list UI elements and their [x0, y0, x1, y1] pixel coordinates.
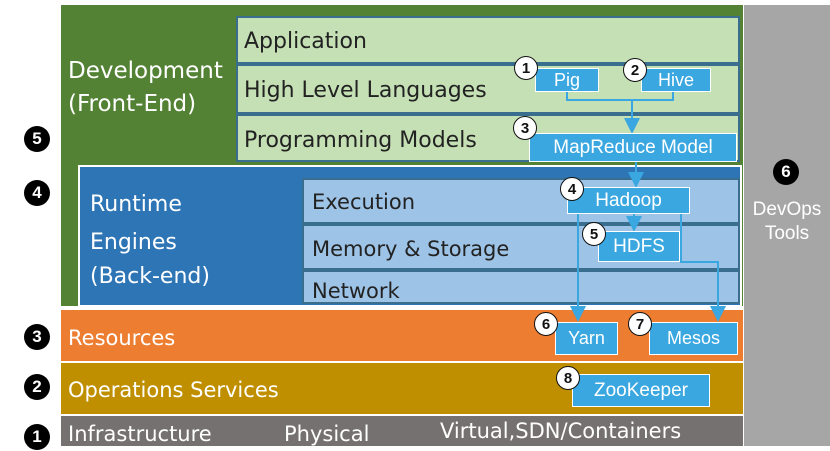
development-layer-marker: 5 [24, 126, 50, 152]
operations-layer-marker: 2 [24, 374, 50, 400]
infrastructure-layer-marker: 1 [24, 424, 50, 450]
zookeeper-number-marker: 8 [556, 366, 580, 390]
yarn-component: Yarn [555, 322, 618, 355]
mapreduce-model-component: MapReduce Model [529, 133, 737, 162]
high-level-languages-label: High Level Languages [244, 78, 487, 103]
hive-component: Hive [641, 68, 711, 92]
resources-layer-marker: 3 [24, 324, 50, 350]
network-layer [302, 270, 740, 304]
hdfs-number-marker: 5 [582, 222, 606, 246]
memory-storage-label: Memory & Storage [312, 237, 510, 261]
infrastructure-layer [61, 416, 743, 446]
development-label-line2: (Front-End) [68, 91, 197, 117]
development-label-line1: Development [68, 58, 223, 84]
runtime-label-line1: Runtime [90, 192, 182, 217]
mesos-number-marker: 7 [628, 312, 652, 336]
zookeeper-component: ZooKeeper [572, 374, 710, 407]
devops-layer-marker: 6 [773, 159, 799, 185]
mesos-component: Mesos [649, 322, 738, 355]
hive-number-marker: 2 [623, 58, 647, 82]
application-label: Application [244, 29, 367, 54]
operations-services-label: Operations Services [68, 378, 279, 402]
execution-label: Execution [312, 190, 416, 214]
yarn-number-marker: 6 [534, 312, 558, 336]
mapreduce-number-marker: 3 [513, 116, 537, 140]
hadoop-component: Hadoop [567, 187, 690, 214]
virtual-sdn-containers-label: Virtual,SDN/Containers [440, 419, 682, 443]
hadoop-number-marker: 4 [560, 177, 584, 201]
runtime-layer-marker: 4 [24, 180, 50, 206]
resources-label: Resources [68, 326, 176, 350]
execution-layer [302, 178, 740, 224]
physical-label: Physical [284, 422, 370, 446]
application-layer [236, 16, 740, 64]
devops-tools-column [744, 5, 830, 446]
runtime-label-line2: Engines [90, 230, 177, 255]
programming-models-label: Programming Models [244, 128, 477, 153]
devops-label-line1: DevOps [752, 199, 822, 220]
hdfs-component: HDFS [598, 231, 680, 262]
network-label: Network [312, 279, 400, 303]
pig-component: Pig [535, 68, 599, 92]
pig-number-marker: 1 [514, 56, 538, 80]
infrastructure-label: Infrastructure [68, 422, 212, 446]
runtime-label-line3: (Back-end) [90, 264, 210, 289]
devops-label-line2: Tools [764, 223, 810, 244]
